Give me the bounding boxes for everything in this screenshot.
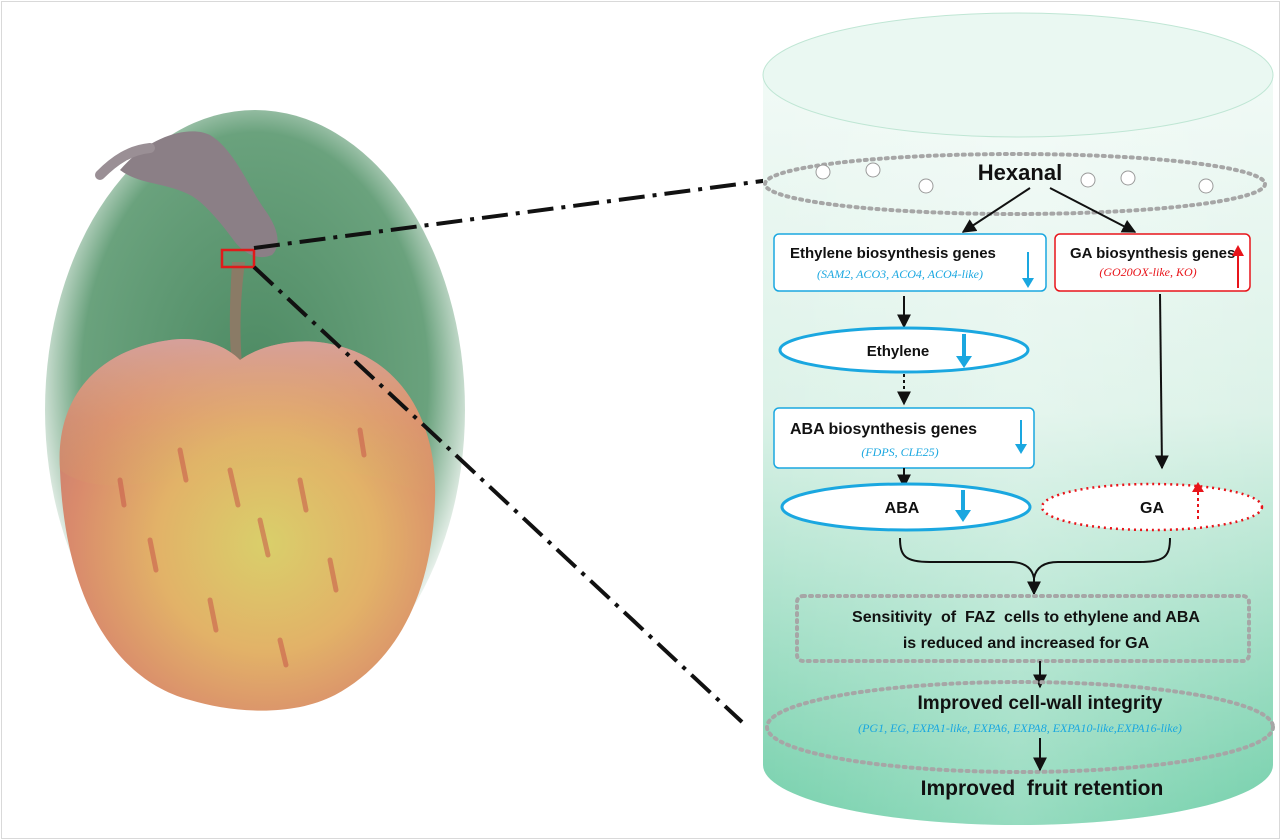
- apple-stem: [229, 262, 245, 375]
- aba-label: ABA: [885, 500, 920, 517]
- cylinder-top: [762, 12, 1274, 138]
- ethylene-genes-list: (SAM2, ACO3, ACO4, ACO4-like): [817, 267, 983, 281]
- aba-node: [780, 482, 1032, 532]
- zoom-line-top: [253, 178, 771, 250]
- ethylene-down-arrow: [956, 334, 972, 368]
- cell-wall-title: Improved cell-wall integrity: [918, 693, 1163, 714]
- sensitivity-line1: Sensitivity of FAZ cells to ethylene and…: [852, 609, 1200, 626]
- aba-genes-title: ABA biosynthesis genes: [790, 421, 977, 438]
- ethylene-genes-down-arrow: [1022, 252, 1034, 288]
- cell-wall-genes: (PG1, EG, EXPA1-like, EXPA6, EXPA8, EXPA…: [858, 721, 1182, 735]
- aba-genes-list: (FDPS, CLE25): [861, 445, 938, 459]
- sensitivity-line2: is reduced and increased for GA: [903, 635, 1150, 652]
- ga-genes-list: (GO20OX-like, KO): [1099, 265, 1196, 279]
- ga-genes-up-arrow: [1232, 245, 1244, 288]
- ga-genes-box: [1054, 233, 1251, 292]
- ga-label: GA: [1140, 500, 1164, 517]
- aba-genes-down-arrow: [1015, 420, 1027, 454]
- abscission-zone-highlight: [220, 248, 256, 269]
- ethylene-genes-box: [773, 233, 1047, 292]
- cell-wall-zone: [765, 680, 1275, 774]
- apple-streaks: [117, 427, 367, 668]
- apple-blush: [59, 339, 436, 500]
- twig-tip: [95, 143, 155, 180]
- apple-photo: [45, 110, 465, 711]
- hexanal-label: Hexanal: [978, 160, 1062, 185]
- arrow-ga-genes-ga: [1154, 293, 1169, 470]
- ethylene-label: Ethylene: [867, 343, 930, 360]
- ethylene-genes-title: Ethylene biosynthesis genes: [790, 245, 996, 262]
- zoom-line-bottom: [252, 265, 744, 724]
- twig: [120, 131, 278, 258]
- aba-genes-box: [773, 407, 1035, 469]
- arrow-hexanal-ethylene: [961, 187, 1031, 233]
- sensitivity-box: [795, 594, 1251, 663]
- ga-up-arrow: [1192, 482, 1204, 522]
- hexanal-zone: [763, 152, 1267, 216]
- ga-node: [1040, 482, 1264, 532]
- hexanal-molecules: [815, 162, 1214, 194]
- arrow-hexanal-ga: [1049, 187, 1137, 233]
- aba-down-arrow: [955, 490, 971, 522]
- retention-label: Improved fruit retention: [921, 777, 1164, 800]
- ga-genes-title: GA biosynthesis genes: [1070, 245, 1235, 262]
